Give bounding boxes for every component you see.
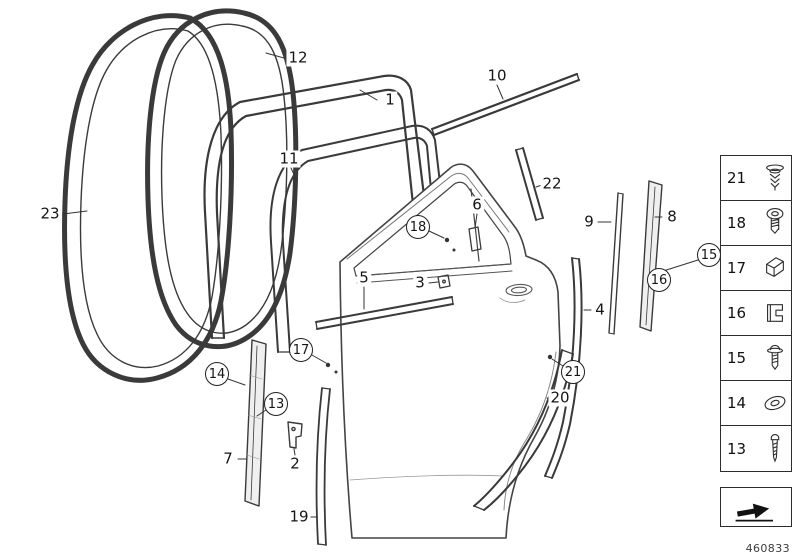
trim-strip-22 [515, 147, 544, 221]
callout-18[interactable]: 18 [406, 215, 430, 239]
trim-strip-9 [608, 192, 624, 335]
legend-label-15: 15 [727, 349, 747, 367]
legend-label-17: 17 [727, 259, 747, 277]
expanding-rivet-icon [766, 164, 784, 191]
legend-label-13: 13 [727, 439, 747, 458]
callout-19[interactable]: 19 [287, 507, 311, 526]
callout-4[interactable]: 4 [593, 300, 607, 319]
fastener-dots [325, 237, 553, 374]
pillar-trim-7 [244, 339, 267, 507]
callout-9[interactable]: 9 [582, 212, 596, 231]
spring-clip-icon [766, 257, 784, 277]
callout-11[interactable]: 11 [277, 149, 301, 168]
callout-14[interactable]: 14 [205, 362, 229, 386]
legend-row-16[interactable]: 16 [721, 291, 791, 336]
clamp-clip-icon [767, 304, 783, 322]
legend-row-17[interactable]: 17 [721, 246, 791, 291]
callout-8[interactable]: 8 [665, 207, 679, 226]
drawing-number: 460833 [745, 542, 790, 555]
trim-strip-10 [430, 72, 581, 137]
continuation-arrow-box[interactable] [720, 487, 792, 527]
callout-7[interactable]: 7 [221, 449, 235, 468]
callout-12[interactable]: 12 [286, 48, 310, 67]
direction-arrow-icon [735, 503, 773, 522]
fastener-legend: 21 18 17 16 [720, 155, 792, 472]
callout-17[interactable]: 17 [289, 338, 313, 362]
legend-row-21[interactable]: 21 [721, 156, 791, 201]
callout-21[interactable]: 21 [561, 360, 585, 384]
callout-6[interactable]: 6 [470, 195, 484, 214]
callout-1[interactable]: 1 [383, 90, 397, 109]
callout-13[interactable]: 13 [264, 392, 288, 416]
fillister-screw-icon [767, 344, 783, 371]
callout-3[interactable]: 3 [413, 273, 427, 292]
self-tapping-screw-icon [770, 433, 780, 463]
callout-10[interactable]: 10 [485, 66, 509, 85]
wheel-arch-trim-20 [473, 349, 574, 511]
legend-label-14: 14 [727, 394, 747, 412]
legend-label-16: 16 [727, 304, 747, 322]
legend-label-18: 18 [727, 214, 747, 232]
callout-23[interactable]: 23 [38, 204, 62, 223]
legend-label-21: 21 [727, 169, 747, 187]
legend-row-15[interactable]: 15 [721, 336, 791, 381]
seal-strip-19 [315, 387, 331, 546]
callout-16[interactable]: 16 [647, 268, 671, 292]
pillar-trim-8 [639, 180, 663, 332]
legend-row-13[interactable]: 13 [721, 426, 791, 471]
callout-20[interactable]: 20 [548, 388, 572, 407]
legend-row-18[interactable]: 18 [721, 201, 791, 246]
bracket-2 [287, 421, 303, 449]
callout-15[interactable]: 15 [697, 243, 721, 267]
screw-with-washer-icon [766, 208, 784, 235]
belt-molding-5 [315, 296, 454, 330]
callout-2[interactable]: 2 [288, 454, 302, 473]
clip-3 [437, 274, 451, 289]
door-panel [339, 163, 561, 539]
callout-5[interactable]: 5 [357, 268, 371, 287]
legend-row-14[interactable]: 14 [721, 381, 791, 426]
callout-22[interactable]: 22 [540, 174, 564, 193]
grommet-icon [764, 395, 786, 411]
